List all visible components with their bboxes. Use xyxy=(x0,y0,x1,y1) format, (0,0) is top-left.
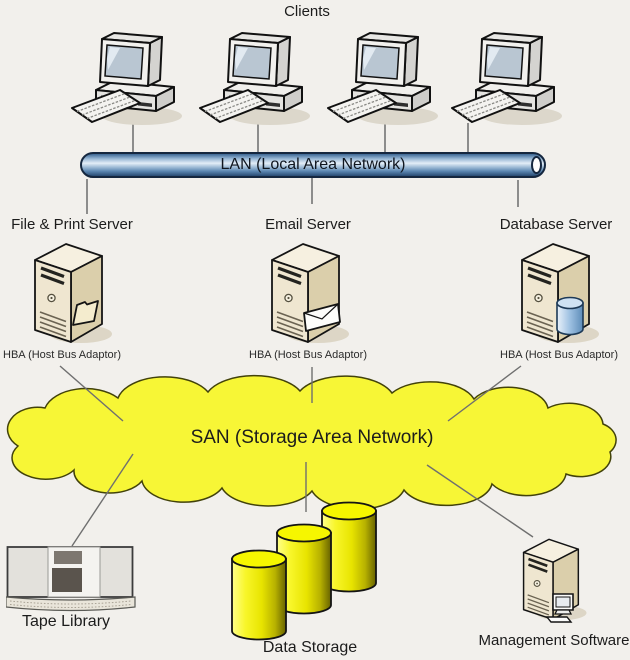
management-software-label: Management Software xyxy=(478,632,630,649)
folder-icon xyxy=(72,300,99,326)
email-server-label: Email Server xyxy=(265,216,351,233)
connector-line xyxy=(426,464,534,538)
mini-computer-icon xyxy=(545,593,574,623)
email-server-icon xyxy=(258,235,358,347)
envelope-icon xyxy=(303,303,341,332)
connector-line xyxy=(447,365,522,422)
tape-library-icon xyxy=(6,546,136,612)
file-print-server-icon xyxy=(21,235,121,347)
tape-library-label: Tape Library xyxy=(21,613,111,630)
database-server-icon xyxy=(508,235,608,347)
desktop-computer-icon xyxy=(196,26,316,130)
management-server-icon xyxy=(509,532,609,623)
connector-line xyxy=(71,453,134,547)
database-cylinder-icon xyxy=(556,296,584,336)
lan-label: LAN (Local Area Network) xyxy=(220,156,406,173)
data-storage-label: Data Storage xyxy=(262,639,358,656)
hba-label: HBA (Host Bus Adaptor) xyxy=(249,349,367,361)
file-print-server-label: File & Print Server xyxy=(11,216,133,233)
disk-array-icon xyxy=(231,501,377,641)
pipe-end-cap xyxy=(531,156,542,174)
connector-line xyxy=(59,365,124,422)
lan-bus: LAN (Local Area Network) xyxy=(80,152,546,178)
san-label: SAN (Storage Area Network) xyxy=(190,427,434,448)
hba-label: HBA (Host Bus Adaptor) xyxy=(3,349,121,361)
disk-cylinder xyxy=(231,549,287,641)
hba-label: HBA (Host Bus Adaptor) xyxy=(500,349,618,361)
database-server-label: Database Server xyxy=(499,216,613,233)
desktop-computer-icon xyxy=(448,26,568,130)
clients-label: Clients xyxy=(284,3,330,20)
desktop-computer-icon xyxy=(68,26,188,130)
desktop-computer-icon xyxy=(324,26,444,130)
